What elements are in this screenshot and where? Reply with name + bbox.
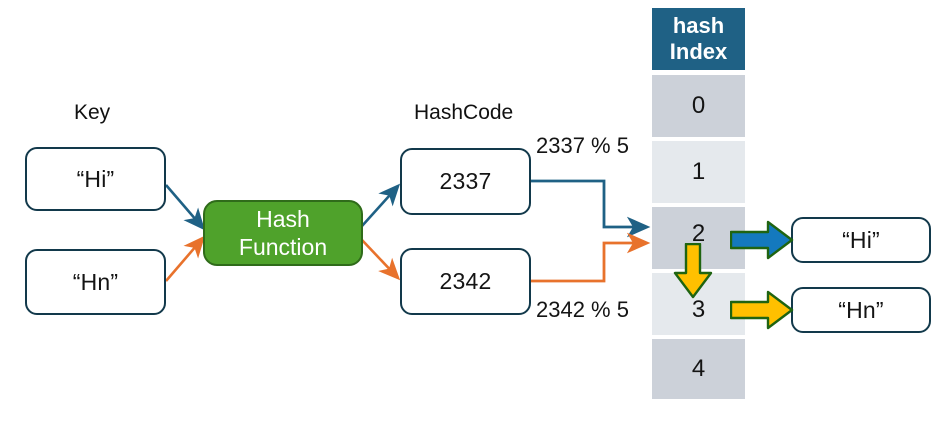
key-box-hi-label: “Hi” — [76, 165, 115, 192]
wire-hashfn-to-2337 — [361, 183, 401, 227]
hash-index-cell-4-label: 4 — [691, 355, 706, 382]
hashcode-box-2342-value: 2342 — [439, 268, 492, 294]
hashcode-box-2337-value: 2337 — [439, 168, 492, 194]
key-box-hn[interactable]: “Hn” — [25, 249, 166, 315]
wire-2337-to-index2 — [531, 179, 651, 238]
yellow-down-arrow-collision — [673, 243, 713, 299]
wire-key-hn-to-hashfn — [165, 235, 206, 282]
wire-key-hi-to-hashfn — [165, 184, 206, 231]
bucket-box-hn[interactable]: “Hn” — [791, 287, 931, 333]
modulo-label-2337: 2337 % 5 — [536, 133, 629, 158]
hashcode-box-2337[interactable]: 2337 — [400, 148, 531, 215]
blue-right-arrow — [730, 220, 794, 260]
bucket-box-hi-label: “Hi” — [842, 226, 880, 253]
hashcode-box-2342[interactable]: 2342 — [400, 248, 531, 315]
hash-index-header-line2: Index — [669, 39, 728, 64]
hash-index-cell-1[interactable]: 1 — [652, 141, 745, 203]
modulo-label-2342: 2342 % 5 — [536, 297, 629, 322]
wire-hashfn-to-2342 — [361, 239, 401, 281]
bucket-box-hn-label: “Hn” — [838, 296, 884, 323]
key-column-label: Key — [74, 101, 111, 124]
bucket-box-hi[interactable]: “Hi” — [791, 217, 931, 263]
key-box-hi[interactable]: “Hi” — [25, 147, 166, 211]
hashcode-column-label: HashCode — [414, 101, 514, 124]
hash-index-cell-0-label: 0 — [691, 92, 706, 119]
hash-index-cell-4[interactable]: 4 — [652, 339, 745, 399]
hash-function-line1: Hash — [256, 205, 310, 232]
hash-function-line2: Function — [238, 234, 328, 260]
hash-index-table-header: hash Index — [652, 8, 745, 70]
hash-index-cell-0[interactable]: 0 — [652, 75, 745, 137]
key-box-hn-label: “Hn” — [72, 268, 119, 295]
wire-2342-to-index2 — [531, 232, 651, 283]
yellow-right-arrow — [730, 290, 794, 330]
hash-index-cell-3-label: 3 — [691, 296, 706, 323]
hash-index-header-line1: hash — [672, 13, 725, 39]
hash-index-cell-1-label: 1 — [691, 158, 706, 185]
hash-index-cell-2-label: 2 — [691, 220, 706, 247]
hash-function-box[interactable]: Hash Function — [203, 200, 363, 266]
